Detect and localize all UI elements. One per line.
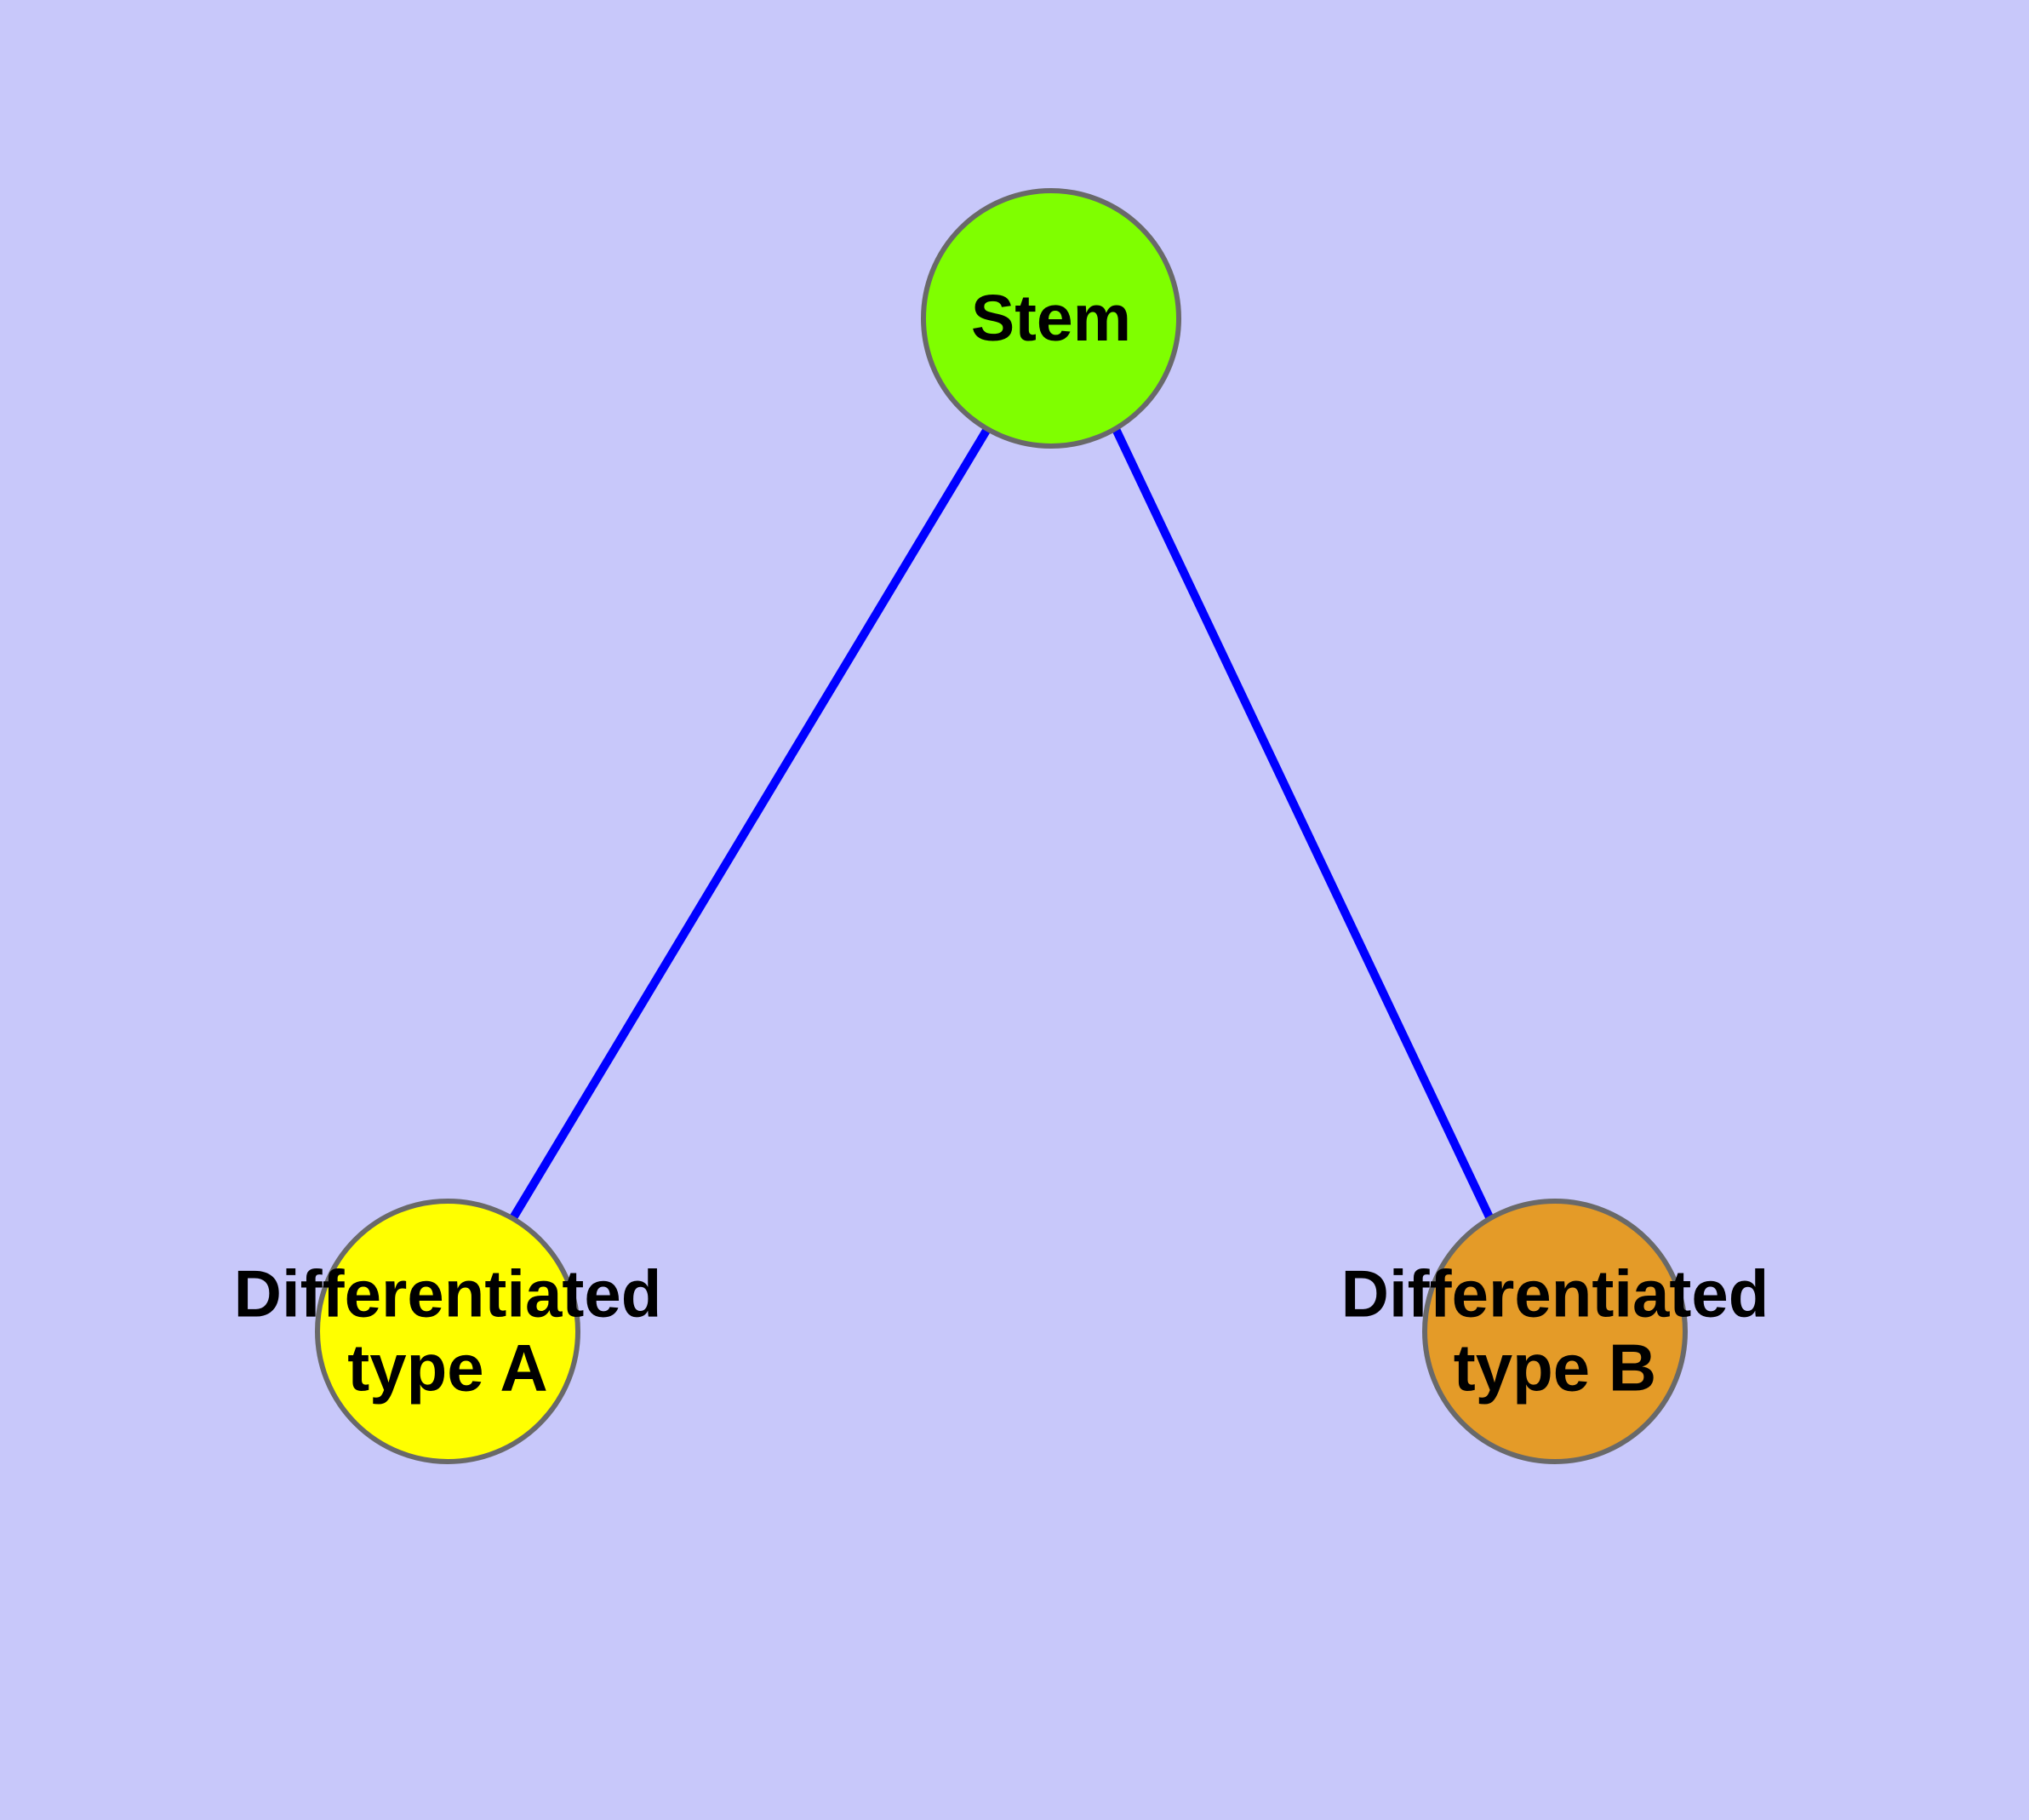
node-layer <box>315 188 1688 1464</box>
edge-layer <box>507 426 1495 1223</box>
edge-stem-to-differentiated-type-a <box>507 426 992 1223</box>
edge-stem-to-differentiated-type-b <box>1112 426 1495 1223</box>
node-differentiated-type-a[interactable] <box>315 1199 580 1464</box>
node-stem[interactable] <box>921 188 1181 449</box>
node-differentiated-type-b[interactable] <box>1422 1199 1688 1464</box>
